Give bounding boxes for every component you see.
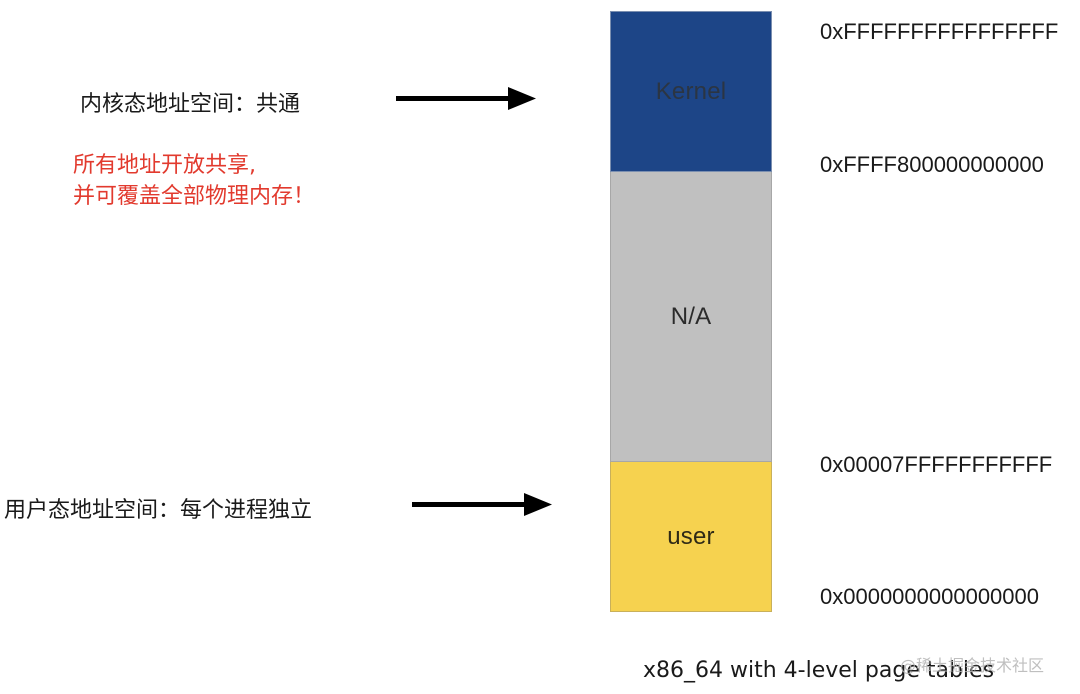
user-space-arrow xyxy=(412,492,552,516)
sharing-note: 所有地址开放共享, 并可覆盖全部物理内存！ xyxy=(73,150,315,212)
user-segment-label: user xyxy=(667,522,715,550)
watermark: @稀土掘金技术社区 xyxy=(900,656,1045,675)
na-segment-label: N/A xyxy=(670,302,712,330)
sharing-note-line-1: 所有地址开放共享, xyxy=(73,153,256,178)
sharing-note-line-2: 并可覆盖全部物理内存！ xyxy=(73,184,316,209)
kernel-segment-label: Kernel xyxy=(655,77,727,105)
right-arrow-icon xyxy=(396,87,536,110)
na-segment: N/A xyxy=(610,172,772,462)
address-kernel-base: 0xFFFF800000000000 xyxy=(820,152,1044,177)
kernel-space-label: 内核态地址空间：共通 xyxy=(80,92,301,117)
kernel-segment: Kernel xyxy=(610,11,772,172)
kernel-space-arrow xyxy=(396,86,536,110)
user-space-label: 用户态地址空间：每个进程独立 xyxy=(4,498,313,523)
user-segment: user xyxy=(610,462,772,612)
address-top: 0xFFFFFFFFFFFFFFFF xyxy=(820,19,1059,44)
address-bottom: 0x0000000000000000 xyxy=(820,584,1040,609)
right-arrow-icon xyxy=(412,493,552,516)
address-user-top: 0x00007FFFFFFFFFFF xyxy=(820,452,1053,477)
diagram-caption: x86_64 with 4-level page tables xyxy=(643,658,995,683)
